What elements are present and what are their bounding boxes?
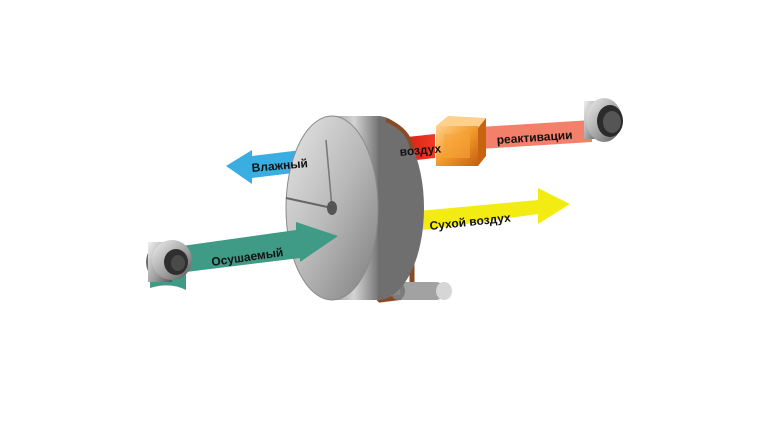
reactivation-light-band [463,120,592,150]
label-wet: Влажный [251,156,308,175]
label-reactivation: реактивации [496,128,573,147]
process-air-arrow [150,222,338,290]
dry-air-arrow [408,188,570,232]
heater-icon [436,116,486,166]
desiccant-wheel-icon [285,115,424,301]
reactivation-fan-icon [584,98,623,142]
process-fan-icon [146,240,192,282]
label-air: воздух [399,141,442,159]
